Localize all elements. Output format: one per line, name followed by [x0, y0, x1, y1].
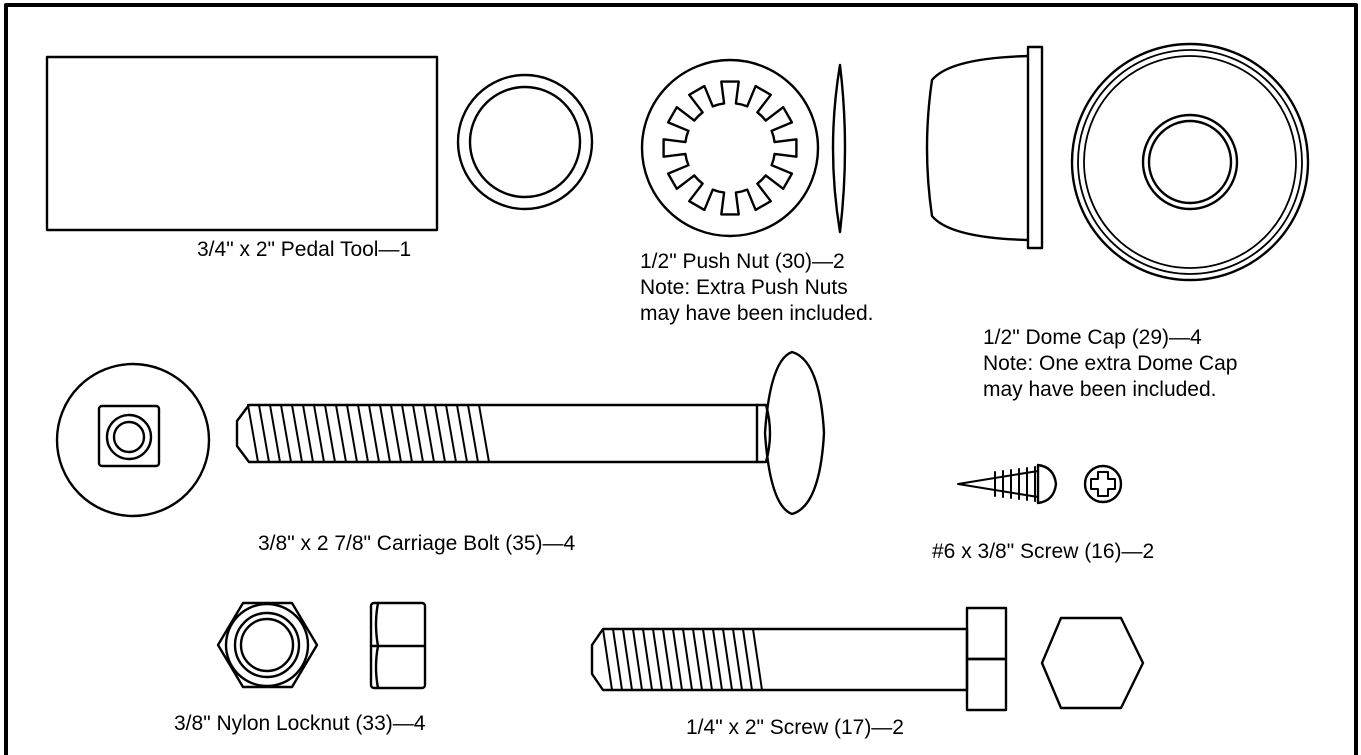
carriage-bolt-side-view [235, 350, 826, 516]
push-nut-face-view [640, 58, 820, 238]
carriage-bolt-head-view [55, 362, 211, 518]
carriage-bolt-label: 3/8" x 2 7/8" Carriage Bolt (35)—4 [258, 532, 576, 555]
push-nut-side-view [831, 63, 847, 234]
dome-cap-side-view [925, 45, 1044, 250]
phillips-head-icon [1083, 464, 1123, 504]
locknut-side-view [369, 601, 427, 690]
push-nut-note-line1: Note: Extra Push Nuts [640, 276, 848, 299]
push-nut-note-line2: may have been included. [640, 302, 874, 325]
dome-cap-label: 1/2" Dome Cap (29)—4 [983, 326, 1202, 349]
locknut-face-view [216, 601, 319, 689]
hex-screw-side-view [590, 606, 1008, 712]
small-screw-side-view [957, 463, 1058, 505]
push-nut-label: 1/2" Push Nut (30)—2 [640, 250, 845, 273]
dome-cap-note-line2: may have been included. [983, 378, 1217, 401]
locknut-label: 3/8" Nylon Locknut (33)—4 [174, 712, 426, 735]
dome-cap-note-line1: Note: One extra Dome Cap [983, 352, 1238, 375]
pedal-tool-side-view [45, 55, 439, 232]
dome-cap-top-view [1070, 42, 1310, 282]
hex-screw-label: 1/4" x 2" Screw (17)—2 [686, 716, 904, 739]
hex-screw-head-view [1040, 616, 1145, 710]
pedal-tool-end-view [456, 73, 594, 211]
pedal-tool-label: 3/4" x 2" Pedal Tool—1 [197, 238, 412, 261]
chart-border [4, 3, 1358, 755]
small-screw-label: #6 x 3/8" Screw (16)—2 [932, 540, 1155, 563]
